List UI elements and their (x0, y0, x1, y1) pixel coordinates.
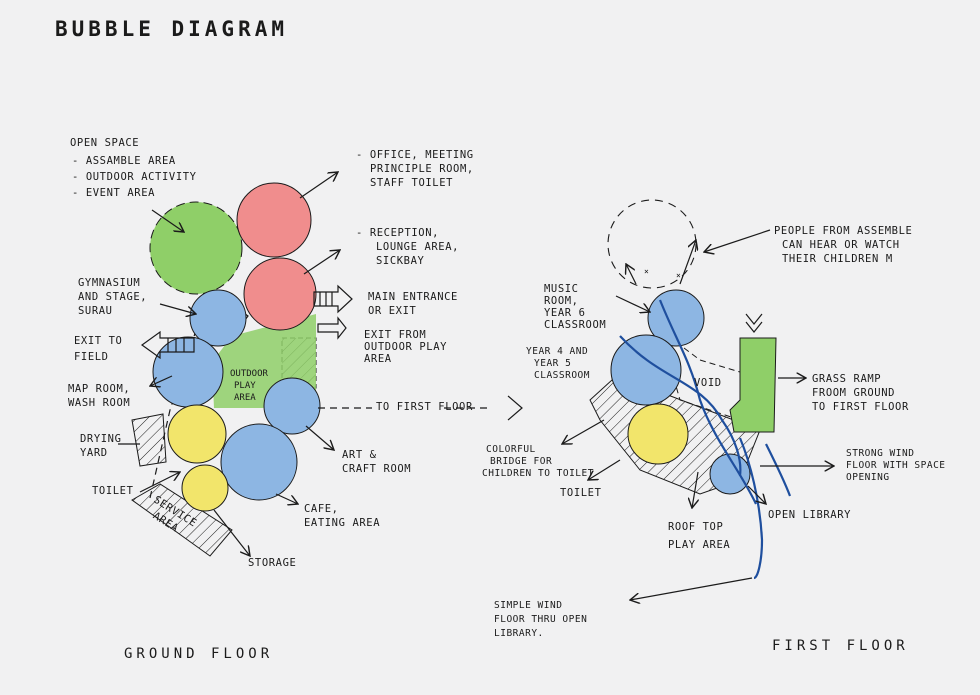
exit-field-arrow (140, 330, 195, 360)
label-people-assemble: PEOPLE FROM ASSEMBLE CAN HEAR OR WATCH T… (774, 225, 919, 265)
toilet-first-leader (588, 459, 621, 480)
storage-leader (213, 509, 250, 556)
label-music-room: MUSIC ROOM, YEAR 6 CLASSROOM (544, 283, 606, 331)
service-area-hatch (131, 483, 233, 557)
label-open-library: OPEN LIBRARY (768, 509, 851, 521)
ramp-chevron-1 (745, 313, 763, 325)
label-grass-ramp: GRASS RAMP FROOM GROUND TO FIRST FLOOR (812, 373, 909, 413)
ground-floor-diagram: OPEN SPACE - ASSAMBLE AREA - OUTDOOR ACT… (68, 137, 523, 662)
label-year45: YEAR 4 AND YEAR 5 CLASSROOM (526, 346, 594, 381)
label-simple-wind: SIMPLE WIND FLOOR THRU OPEN LIBRARY. (494, 600, 594, 639)
storage-bubble (181, 464, 229, 512)
page-title: BUBBLE DIAGRAM (55, 17, 288, 41)
first-floor-diagram: × × PEOPLE FROM ASSEMBLE CAN HEAR OR WAT… (482, 199, 952, 654)
label-toilet-first: TOILET (560, 487, 602, 499)
exit-outdoor-arrow (317, 316, 347, 340)
map-room-leader (150, 375, 173, 386)
label-gymnasium: GYMNASIUM AND STAGE, SURAU (78, 277, 154, 317)
first-floor-toilet-bubble (627, 403, 689, 465)
label-to-first-floor: TO FIRST FLOOR (376, 401, 473, 413)
label-exit-outdoor: EXIT FROM OUTDOOR PLAY AREA (364, 329, 454, 365)
label-office: - OFFICE, MEETING PRINCIPLE ROOM, STAFF … (356, 149, 481, 189)
label-main-entrance: MAIN ENTRANCE OR EXIT (368, 291, 465, 317)
cafe-bubble (220, 423, 298, 501)
office-leader (299, 172, 338, 199)
reception-bubble (243, 257, 317, 331)
gymnasium-bubble (189, 289, 247, 347)
grass-ramp (729, 337, 777, 433)
label-strong-wind: STRONG WIND FLOOR WITH SPACE OPENING (846, 448, 952, 483)
gymnasium-leader (159, 303, 196, 314)
label-art-craft: ART & CRAFT ROOM (342, 449, 411, 475)
map-room-bubble (152, 336, 224, 408)
bridge-leader (562, 419, 605, 444)
label-open-space: OPEN SPACE - ASSAMBLE AREA - OUTDOOR ACT… (70, 137, 204, 199)
office-bubble (236, 182, 312, 258)
ground-floor-dashed-outline (149, 317, 201, 499)
art-craft-leader (305, 425, 334, 450)
assemble-arrow-2 (679, 240, 696, 285)
toilet-bubble (167, 404, 227, 464)
cafe-leader (275, 493, 298, 504)
toilet-leader (139, 472, 180, 493)
label-storage: STORAGE (248, 557, 296, 569)
label-toilet: TOILET (92, 485, 134, 497)
wind-line-3 (738, 437, 764, 580)
year45-classroom-bubble (610, 334, 682, 406)
drying-yard-hatch (131, 413, 167, 467)
open-space-bubble (149, 201, 243, 295)
art-craft-bubble (263, 377, 321, 435)
reception-leader (303, 250, 340, 275)
assemble-arrow-1 (626, 264, 637, 285)
label-map-room: MAP ROOM, WASH ROOM (68, 383, 137, 409)
label-outdoor-play: OUTDOOR PLAY AREA (230, 369, 273, 403)
label-void: VOID (694, 377, 722, 389)
open-space-leader (151, 209, 184, 232)
assemble-mark-1: × (644, 267, 649, 276)
label-drying-yard: DRYING YARD (80, 433, 128, 459)
open-library-leader (747, 485, 766, 504)
label-bridge: COLORFUL BRIDGE FOR CHILDREN TO TOILET (482, 444, 594, 479)
ground-floor-caption: GROUND FLOOR (124, 646, 273, 662)
people-assemble-leader (704, 229, 771, 252)
wind-line-1 (619, 335, 742, 477)
label-exit-field: EXIT TO FIELD (74, 335, 129, 363)
wind-line-4 (765, 443, 792, 497)
main-entrance-arrow (313, 284, 353, 314)
to-first-floor-arrowhead (507, 395, 523, 421)
music-room-leader (615, 295, 650, 312)
roof-top-leader (692, 471, 698, 508)
ground-floor-dashed-outline-2 (225, 299, 249, 339)
first-floor-caption: FIRST FLOOR (772, 638, 909, 654)
simple-wind-leader (630, 577, 753, 600)
label-roof-top: ROOF TOP PLAY AREA (668, 521, 730, 551)
ramp-chevron-2 (745, 321, 763, 333)
wind-line-2 (658, 299, 757, 505)
assemble-mark-2: × (676, 271, 681, 280)
label-cafe: CAFE, EATING AREA (304, 503, 380, 529)
label-reception: - RECEPTION, LOUNGE AREA, SICKBAY (356, 227, 466, 267)
